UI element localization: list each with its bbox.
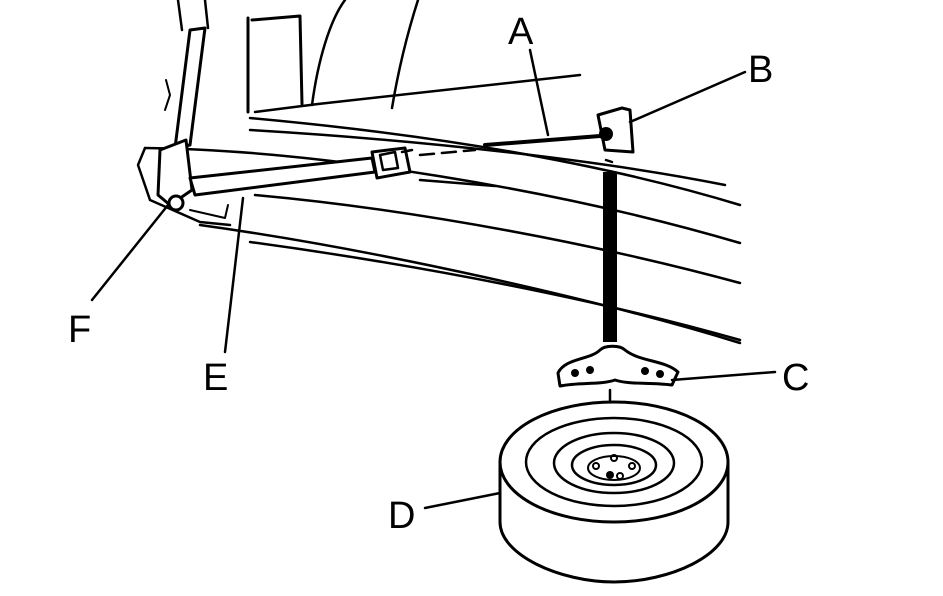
hoist-b-hole [599, 127, 613, 141]
hoist-shaft-a [483, 134, 602, 147]
bumper-line-2 [253, 193, 742, 285]
extension-rod-shaft [188, 156, 377, 197]
retainer-body [556, 344, 680, 388]
leader-line-e [223, 196, 245, 354]
hoist-cable [603, 172, 617, 342]
spare-tire-d [498, 400, 730, 584]
retainer-hole-3 [641, 367, 649, 375]
bumper-detail [418, 178, 497, 188]
jack-handle-top [176, 0, 210, 32]
leader-line-a [528, 48, 550, 137]
callout-d: D [388, 495, 415, 537]
tire-rim-outer [524, 416, 704, 508]
lug-hole-1 [592, 462, 600, 470]
leader-lines [90, 48, 777, 510]
leader-line-f [90, 203, 170, 302]
jack-handle-grip [164, 79, 171, 111]
callout-labels: A B C D E F [68, 11, 809, 537]
floor-edge-top [253, 73, 582, 114]
callout-f: F [68, 309, 91, 351]
leader-line-b [628, 70, 747, 124]
bumper-pocket [189, 204, 229, 219]
jack-handle-pivot [167, 194, 185, 212]
bumper-line-4 [248, 240, 742, 342]
bumper-line-3 [198, 223, 742, 345]
body-curve-left [310, 0, 347, 107]
extension-rod-joint [378, 148, 414, 172]
floor-line-2 [248, 128, 727, 187]
bumper-end [136, 146, 232, 227]
callout-e: E [203, 357, 228, 399]
cable-twist [605, 179, 615, 329]
jack-handle-bar [173, 26, 207, 150]
extension-rod-hidden [418, 148, 477, 157]
leader-line-c [670, 370, 777, 382]
retainer-hole-2 [586, 366, 594, 374]
tire-center-hole [606, 471, 614, 479]
extension-rod-e [188, 146, 477, 197]
lug-hole-3 [610, 454, 618, 462]
hoist-b [596, 106, 635, 154]
callout-c: C [782, 357, 809, 399]
body-curve-right [390, 0, 420, 110]
tire-hub [570, 443, 658, 487]
tire-rim-inner [552, 431, 676, 495]
callout-b: B [748, 49, 773, 91]
lug-hole-4 [616, 472, 624, 480]
jack-handle-f [156, 0, 210, 212]
cable-segment [604, 158, 614, 164]
leader-line-d [423, 491, 502, 510]
callout-a: A [508, 11, 534, 53]
lug-hole-2 [628, 462, 636, 470]
retainer-hole-4 [656, 370, 664, 378]
body-window-panel [250, 14, 304, 106]
floor-line-1 [248, 116, 742, 207]
hoist-assembly [483, 106, 635, 342]
vehicle-underbody [136, 0, 742, 345]
retainer-hole-1 [571, 369, 579, 377]
bumper-line-1 [143, 146, 742, 245]
